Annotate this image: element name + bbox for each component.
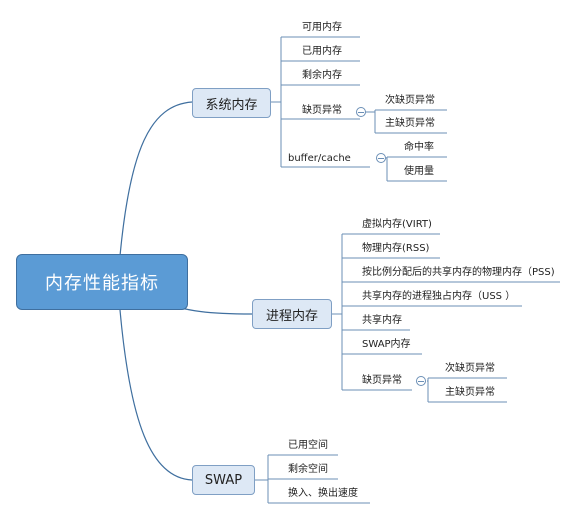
- branch-label: SWAP: [204, 472, 243, 488]
- sysmem-bracket: [271, 36, 447, 182]
- leaf-shared-memory[interactable]: 共享内存: [362, 315, 402, 326]
- leaf-rss[interactable]: 物理内存(RSS): [362, 243, 430, 254]
- leaf-usage[interactable]: 使用量: [404, 166, 434, 177]
- connector-root-swap: [119, 309, 193, 481]
- leaf-page-fault[interactable]: 缺页异常: [362, 375, 402, 386]
- leaf-available-memory[interactable]: 可用内存: [302, 22, 342, 33]
- connector-root-sysmem: [119, 101, 193, 257]
- branch-label: 进程内存: [265, 308, 318, 324]
- leaf-minor-page-fault[interactable]: 次缺页异常: [445, 363, 495, 374]
- leaf-major-page-fault[interactable]: 主缺页异常: [385, 118, 435, 129]
- leaf-uss[interactable]: 共享内存的进程独占内存（USS ）: [362, 291, 516, 302]
- leaf-page-fault[interactable]: 缺页异常: [302, 105, 342, 116]
- branch-system-memory[interactable]: 系统内存: [192, 88, 271, 118]
- leaf-free-memory[interactable]: 剩余内存: [302, 70, 342, 81]
- collapse-icon[interactable]: [376, 153, 386, 163]
- leaf-pss[interactable]: 按比例分配后的共享内存的物理内存（PSS): [362, 267, 555, 278]
- leaf-used-space[interactable]: 已用空间: [288, 440, 328, 451]
- branch-process-memory[interactable]: 进程内存: [252, 299, 332, 329]
- leaf-hit-rate[interactable]: 命中率: [404, 142, 434, 153]
- procmem-bracket: [332, 233, 560, 403]
- leaf-swap-in-out-speed[interactable]: 换入、换出速度: [288, 488, 358, 499]
- leaf-used-memory[interactable]: 已用内存: [302, 46, 342, 57]
- branch-swap[interactable]: SWAP: [192, 465, 255, 495]
- leaf-major-page-fault[interactable]: 主缺页异常: [445, 387, 495, 398]
- swap-bracket: [255, 454, 370, 504]
- root-label: 内存性能指标: [45, 273, 159, 294]
- leaf-free-space[interactable]: 剩余空间: [288, 464, 328, 475]
- root-node[interactable]: 内存性能指标: [16, 254, 188, 310]
- leaf-swap-memory[interactable]: SWAP内存: [362, 339, 411, 350]
- branch-label: 系统内存: [205, 97, 258, 113]
- leaf-buffer-cache[interactable]: buffer/cache: [288, 153, 351, 164]
- leaf-virt[interactable]: 虚拟内存(VIRT): [362, 219, 432, 230]
- collapse-icon[interactable]: [416, 376, 426, 386]
- leaf-minor-page-fault[interactable]: 次缺页异常: [385, 95, 435, 106]
- collapse-icon[interactable]: [356, 107, 366, 117]
